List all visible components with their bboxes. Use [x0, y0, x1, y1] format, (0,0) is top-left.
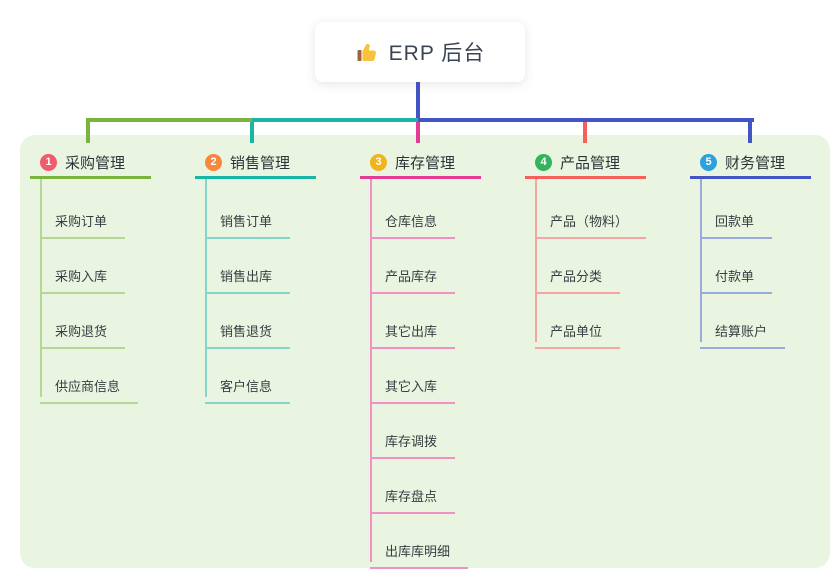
child-node[interactable]: 产品分类 — [535, 245, 621, 294]
branch-child-connector — [370, 177, 372, 562]
branch-badge: 1 — [40, 153, 57, 171]
branch-node[interactable]: 1 采购管理 — [30, 148, 152, 179]
child-node[interactable]: 销售出库 — [205, 245, 291, 294]
connector-line — [418, 118, 754, 122]
child-node[interactable]: 付款单 — [700, 245, 773, 294]
thumbs-up-icon — [355, 40, 379, 64]
branch-badge: 2 — [205, 153, 222, 171]
branch-label: 产品管理 — [560, 154, 621, 172]
child-node[interactable]: 仓库信息 — [370, 190, 456, 239]
child-node[interactable]: 销售订单 — [205, 190, 291, 239]
child-node[interactable]: 产品库存 — [370, 245, 456, 294]
branch-node[interactable]: 2 销售管理 — [195, 148, 317, 179]
branch-node[interactable]: 3 库存管理 — [360, 148, 482, 179]
child-node[interactable]: 采购订单 — [40, 190, 126, 239]
branch-badge: 5 — [700, 153, 717, 171]
branch-node[interactable]: 5 财务管理 — [690, 148, 812, 179]
child-node[interactable]: 采购退货 — [40, 300, 126, 349]
branch-label: 采购管理 — [65, 154, 126, 172]
branch-badge: 3 — [370, 153, 387, 171]
connector-line — [583, 118, 587, 143]
child-node[interactable]: 其它入库 — [370, 355, 456, 404]
root-node[interactable]: ERP 后台 — [315, 22, 525, 82]
child-node[interactable]: 产品（物料） — [535, 190, 647, 239]
child-node[interactable]: 产品单位 — [535, 300, 621, 349]
connector-line — [416, 118, 420, 143]
branch-badge: 4 — [535, 153, 552, 171]
child-node[interactable]: 库存盘点 — [370, 465, 456, 514]
child-node[interactable]: 结算账户 — [700, 300, 786, 349]
branch-label: 销售管理 — [230, 154, 291, 172]
child-node[interactable]: 客户信息 — [205, 355, 291, 404]
branch-child-connector — [700, 177, 702, 342]
child-node[interactable]: 销售退货 — [205, 300, 291, 349]
root-label: ERP 后台 — [388, 42, 486, 65]
connector-line — [748, 118, 752, 143]
connector-line — [250, 118, 254, 143]
child-node[interactable]: 回款单 — [700, 190, 773, 239]
branch-label: 库存管理 — [395, 154, 456, 172]
connector-line — [88, 118, 256, 122]
branch-child-connector — [40, 177, 42, 397]
child-node[interactable]: 采购入库 — [40, 245, 126, 294]
branches-panel — [20, 135, 830, 568]
child-node[interactable]: 其它出库 — [370, 300, 456, 349]
connector-line — [86, 118, 90, 143]
child-node[interactable]: 库存调拨 — [370, 410, 456, 459]
child-node[interactable]: 供应商信息 — [40, 355, 139, 404]
child-node[interactable]: 出库库明细 — [370, 520, 469, 569]
branch-child-connector — [535, 177, 537, 342]
branch-child-connector — [205, 177, 207, 397]
branch-label: 财务管理 — [725, 154, 786, 172]
connector-line — [416, 82, 420, 122]
connector-line — [252, 118, 418, 122]
branch-node[interactable]: 4 产品管理 — [525, 148, 647, 179]
